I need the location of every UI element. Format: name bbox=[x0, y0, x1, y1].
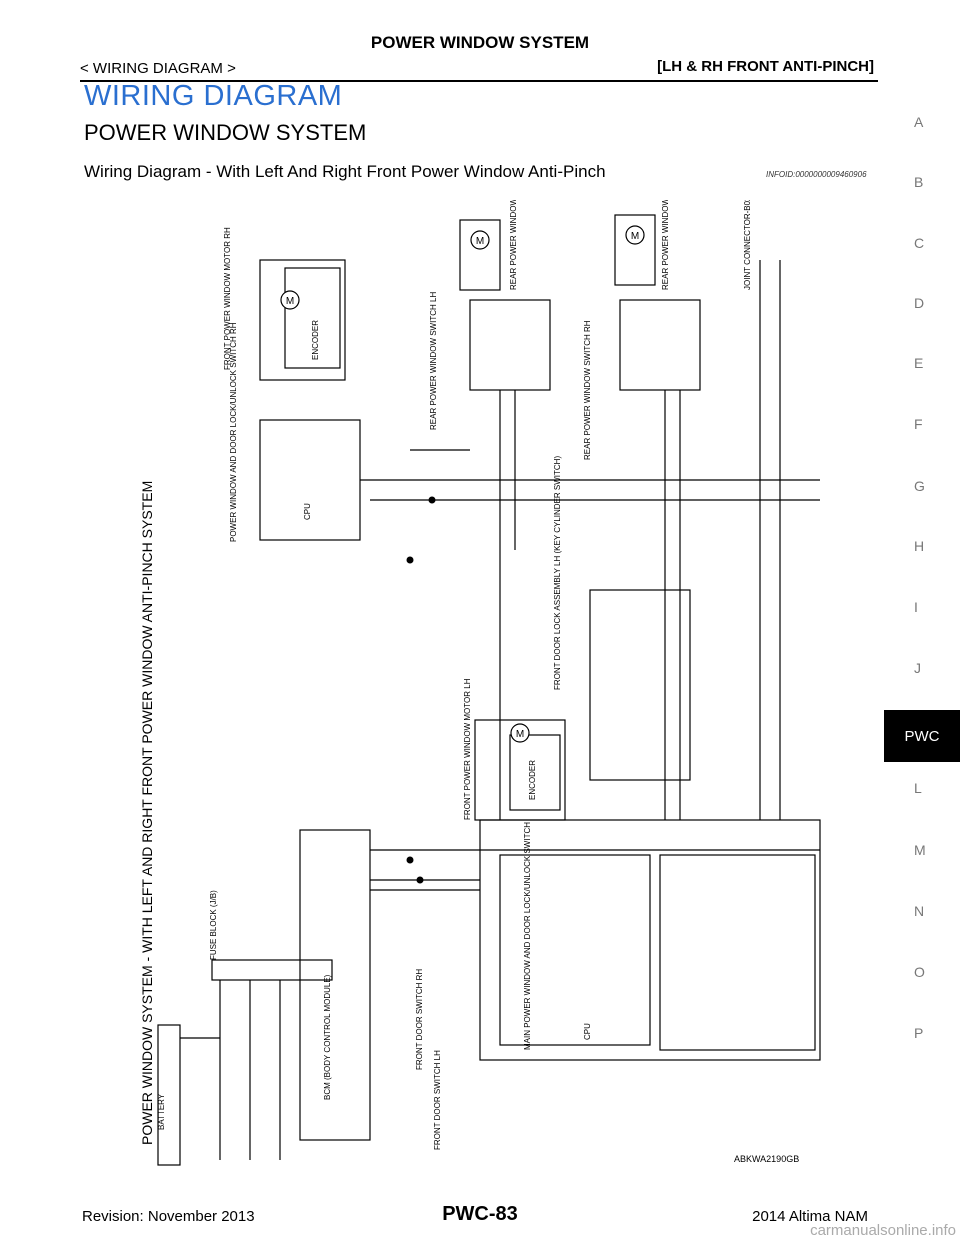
page-header-subsection: [LH & RH FRONT ANTI-PINCH] bbox=[657, 58, 874, 75]
cpu-label: CPU bbox=[303, 503, 312, 520]
motor-symbol: M bbox=[631, 231, 639, 242]
sidebar-letter[interactable]: J bbox=[914, 660, 921, 676]
sidebar-letter[interactable]: O bbox=[914, 964, 925, 980]
sidebar-letter[interactable]: G bbox=[914, 478, 925, 494]
info-id: INFOID:0000000009460906 bbox=[766, 170, 867, 179]
footer-page-number: PWC-83 bbox=[442, 1203, 518, 1225]
sidebar-letter[interactable]: B bbox=[914, 174, 924, 190]
sidebar-letter[interactable]: M bbox=[914, 842, 926, 858]
motor-symbol: M bbox=[516, 729, 524, 740]
door-lock-lh-label: FRONT DOOR LOCK ASSEMBLY LH (KEY CYLINDE… bbox=[553, 456, 562, 690]
rh-switch-label: POWER WINDOW AND DOOR LOCK/UNLOCK SWITCH… bbox=[229, 322, 238, 542]
heading-power-window-system: POWER WINDOW SYSTEM bbox=[84, 120, 367, 145]
main-switch-label: MAIN POWER WINDOW AND DOOR LOCK/UNLOCK S… bbox=[523, 822, 532, 1050]
sidebar-letter[interactable]: I bbox=[914, 599, 918, 615]
sidebar-letter[interactable]: P bbox=[914, 1025, 924, 1041]
footer-model: 2014 Altima NAM bbox=[752, 1208, 868, 1225]
battery-label: BATTERY bbox=[157, 1093, 166, 1130]
front-door-switch-lh-label: FRONT DOOR SWITCH LH bbox=[433, 1050, 442, 1150]
diagram-title: POWER WINDOW SYSTEM - WITH LEFT AND RIGH… bbox=[139, 481, 155, 1145]
watermark: carmanualsonline.info bbox=[810, 1222, 956, 1239]
sidebar-letter[interactable]: N bbox=[914, 903, 925, 919]
header-rule bbox=[80, 80, 878, 82]
encoder-label: ENCODER bbox=[528, 760, 537, 800]
motor-symbol: M bbox=[286, 296, 294, 307]
rear-switch-lh-label: REAR POWER WINDOW SWITCH LH bbox=[429, 292, 438, 430]
sidebar-letter[interactable]: F bbox=[914, 416, 923, 432]
fuse-block-label: FUSE BLOCK (J/B) bbox=[209, 890, 218, 960]
joint-connector-label: JOINT CONNECTOR-B02 bbox=[743, 200, 752, 290]
sidebar-letter[interactable]: A bbox=[914, 114, 924, 130]
wiring-diagram: M M M M BATTERY FUSE BLOCK (J/B) BCM (BO… bbox=[139, 200, 821, 1166]
sidebar-letter[interactable]: D bbox=[914, 295, 925, 311]
footer-revision: Revision: November 2013 bbox=[82, 1208, 255, 1225]
page-header-title: POWER WINDOW SYSTEM bbox=[370, 33, 590, 52]
front-door-switch-rh-label: FRONT DOOR SWITCH RH bbox=[415, 969, 424, 1070]
sidebar-tab-pwc[interactable]: PWC bbox=[884, 710, 960, 762]
rear-motor-lh-label: REAR POWER WINDOW MOTOR LH bbox=[509, 200, 518, 290]
motor-symbol: M bbox=[476, 236, 484, 247]
front-motor-rh-label: FRONT POWER WINDOW MOTOR RH bbox=[223, 227, 232, 370]
rear-switch-rh-label: REAR POWER WINDOW SWITCH RH bbox=[583, 320, 592, 460]
sidebar-letter[interactable]: H bbox=[914, 538, 925, 554]
heading-wiring-diagram: WIRING DIAGRAM bbox=[84, 80, 343, 112]
sidebar-letter[interactable]: C bbox=[914, 235, 925, 251]
encoder-label: ENCODER bbox=[311, 320, 320, 360]
sidebar-letter[interactable]: E bbox=[914, 355, 924, 371]
sidebar-letter[interactable]: L bbox=[914, 780, 922, 796]
rear-motor-rh-label: REAR POWER WINDOW MOTOR RH bbox=[661, 200, 670, 290]
page-header-section: < WIRING DIAGRAM > bbox=[80, 60, 236, 77]
diagram-code: ABKWA2190GB bbox=[734, 1154, 800, 1164]
heading-diagram-caption: Wiring Diagram - With Left And Right Fro… bbox=[84, 162, 606, 181]
front-motor-lh-label: FRONT POWER WINDOW MOTOR LH bbox=[463, 678, 472, 820]
bcm-label: BCM (BODY CONTROL MODULE) bbox=[323, 974, 332, 1100]
cpu-label: CPU bbox=[583, 1023, 592, 1040]
